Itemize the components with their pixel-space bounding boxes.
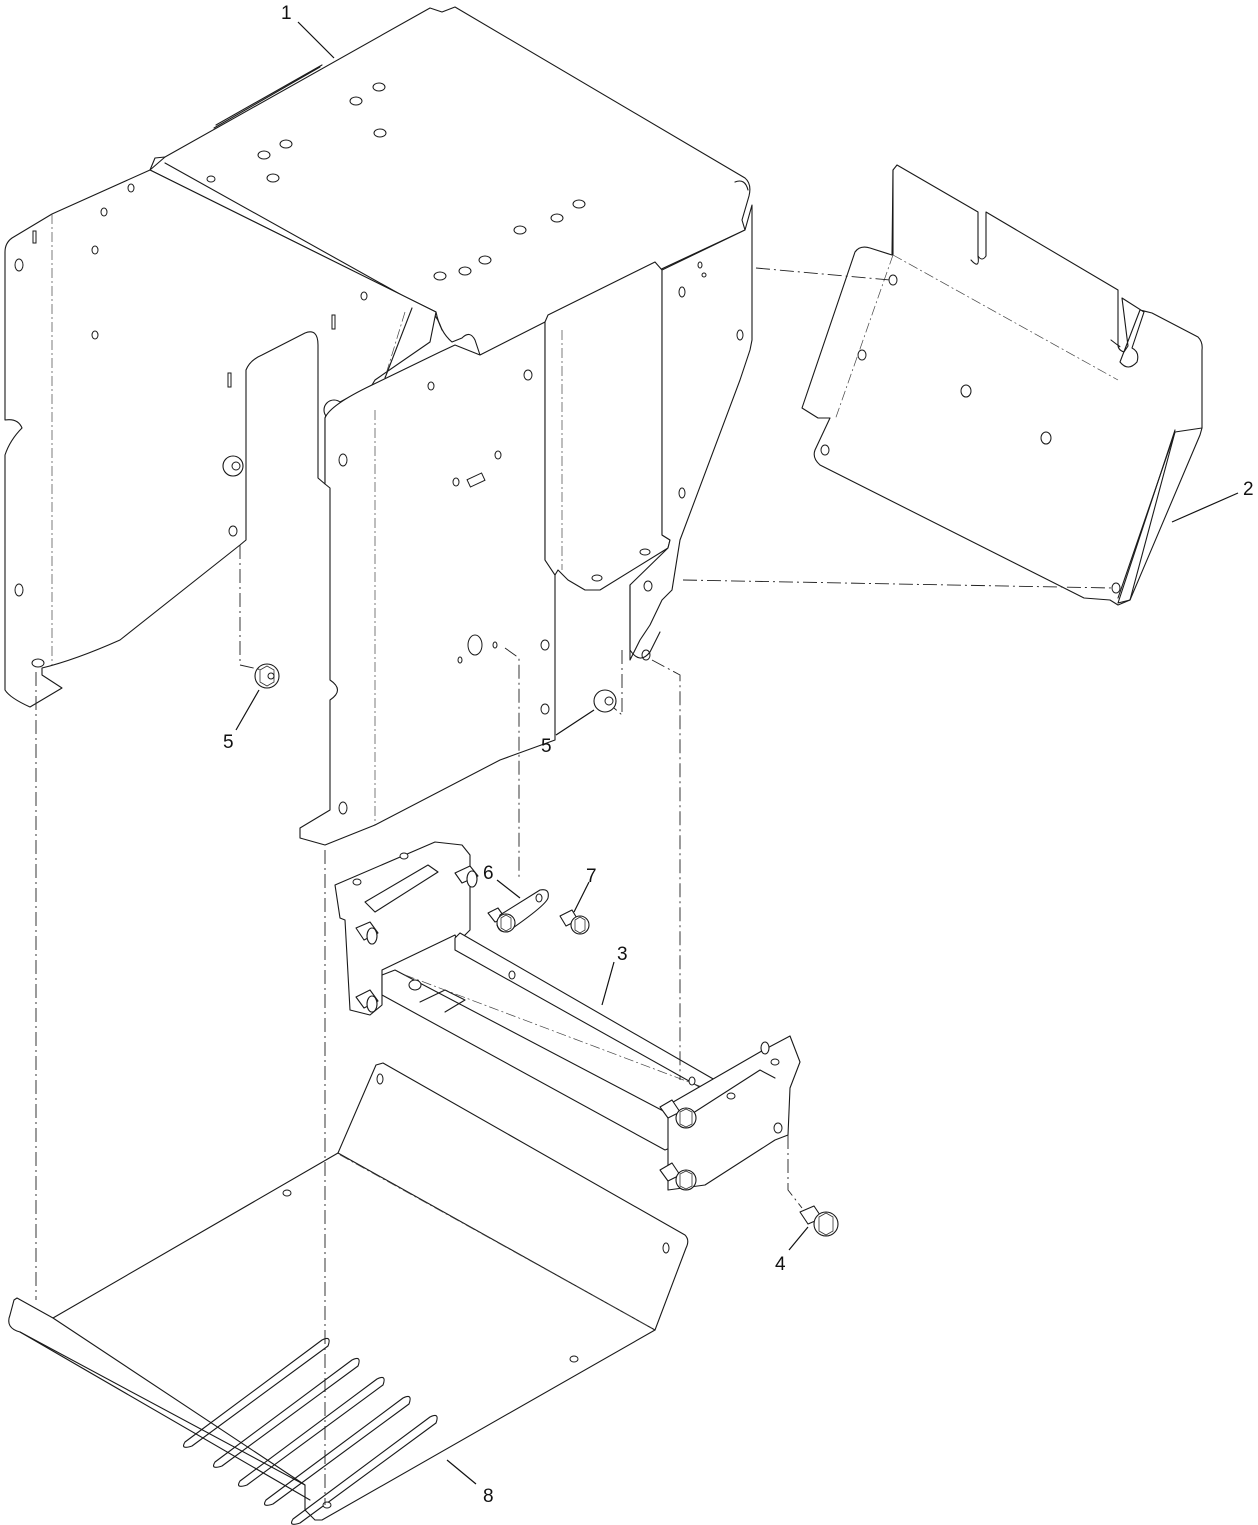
callout-1: 1: [281, 3, 292, 24]
callout-3: 3: [617, 944, 628, 965]
part-8-step-plate: [8, 1062, 689, 1525]
alignment-line: [755, 267, 891, 281]
part-5-flange-nut-right: [593, 689, 617, 713]
callout-8: 8: [483, 1486, 494, 1507]
part-1-tower-housing: [4, 6, 753, 846]
callout-5-left: 5: [223, 732, 234, 753]
top-plate-holes: [206, 82, 586, 281]
bracket-pins: [355, 865, 479, 1013]
left-wall-holes: [14, 183, 368, 668]
assembly-phantom-lines: [35, 545, 803, 1505]
step-plate-slots: [183, 1337, 438, 1525]
callout-5-right: 5: [541, 736, 552, 757]
callout-2: 2: [1243, 479, 1254, 500]
part-4-flange-bolt: [799, 1205, 839, 1237]
part-5-flange-nut-left: [254, 663, 280, 689]
end-plate-bolts: [659, 1099, 697, 1191]
callout-6: 6: [483, 863, 494, 884]
part-2-side-cover-panel: [801, 164, 1203, 606]
front-panel-holes: [338, 369, 550, 815]
callout-leaders: [235, 21, 1239, 1485]
callout-4: 4: [775, 1254, 786, 1275]
part-7-shoulder-bolt: [559, 909, 590, 935]
part-6-link-plate: [487, 889, 549, 933]
callout-7: 7: [586, 866, 597, 887]
alignment-line: [682, 579, 1113, 589]
part-3-support-bracket: [334, 841, 801, 1191]
cover-panel-holes: [820, 274, 1121, 594]
